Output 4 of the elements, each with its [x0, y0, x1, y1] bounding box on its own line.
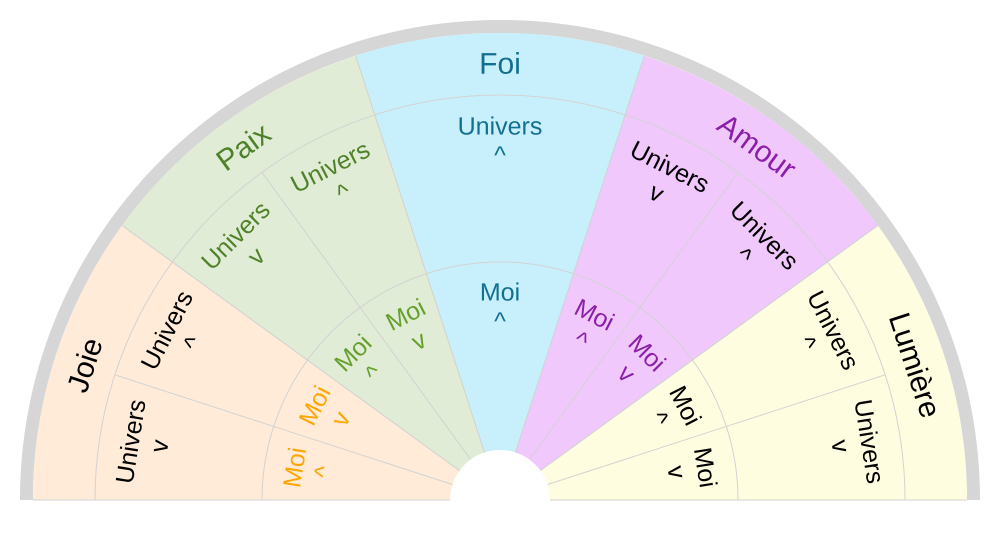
- segment-label: Moi v: [386, 298, 426, 349]
- segment-label: Moi v: [298, 384, 349, 426]
- segment-label: Moi ^: [574, 298, 616, 344]
- segment-label: Moi ^: [656, 386, 702, 426]
